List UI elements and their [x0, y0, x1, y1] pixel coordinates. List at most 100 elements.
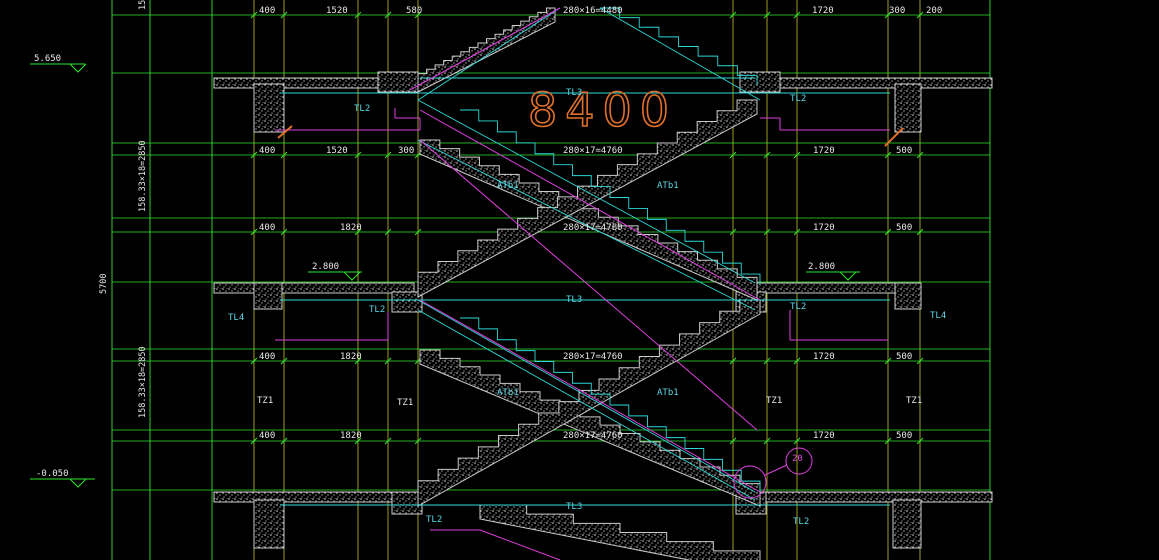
dim-tick-4-9	[916, 437, 924, 445]
dim-r0-g: 200	[926, 6, 942, 16]
vertical-dim-top-partial: 15	[138, 0, 148, 10]
dim-tick-0-4	[414, 11, 422, 19]
dim-tick-3-2	[354, 357, 362, 365]
dim-r0-b: 1520	[326, 6, 348, 16]
beam-line-0	[417, 7, 561, 101]
dim-tick-4-1	[280, 437, 288, 445]
rebar-line-16	[409, 7, 561, 91]
dim-r3-a: 400	[259, 352, 275, 362]
dim-tick-2-7	[793, 228, 801, 236]
dim-tick-2-4	[414, 228, 422, 236]
label-tl3-mid: TL3	[566, 295, 582, 305]
dim-r1-b: 1520	[326, 146, 348, 156]
elevation-ground: -0.050	[36, 469, 69, 479]
dim-r0-e: 1720	[812, 6, 834, 16]
break-mark-0	[277, 125, 293, 139]
dim-r2-d: 280×17=4760	[563, 223, 623, 233]
label-tl2-top-right: TL2	[790, 94, 806, 104]
dim-tick-0-8	[884, 11, 892, 19]
dim-tick-2-5	[729, 228, 737, 236]
beam-line-5	[417, 309, 756, 501]
dim-tick-4-7	[793, 437, 801, 445]
dim-tick-4-0	[250, 437, 258, 445]
label-atb1-upper-left: ATb1	[497, 181, 519, 191]
elevation-mid-right: 2.800	[808, 262, 835, 272]
rebar-line-10	[419, 299, 761, 493]
flight-lower-b	[417, 299, 761, 507]
dim-tick-4-4	[414, 437, 422, 445]
dim-tick-4-6	[763, 437, 771, 445]
slab-11	[892, 499, 922, 549]
elevation-markers	[30, 63, 860, 488]
dim-tick-4-2	[354, 437, 362, 445]
dim-r3-e: 1720	[813, 352, 835, 362]
slab-2	[253, 83, 285, 133]
dim-tick-4-3	[384, 437, 392, 445]
dim-tick-4-5	[729, 437, 737, 445]
dim-tick-0-2	[354, 11, 362, 19]
dim-tick-3-1	[280, 357, 288, 365]
label-atb1-lower-right: ATb1	[657, 388, 679, 398]
dim-row-2: 400 1820 280×17=4760 1720 500	[259, 223, 912, 233]
dim-tick-3-6	[763, 357, 771, 365]
dim-tick-2-9	[916, 228, 924, 236]
label-tz1-a: TZ1	[257, 396, 273, 406]
label-tl2-top-left: TL2	[354, 104, 370, 114]
dim-tick-1-3	[384, 151, 392, 159]
dim-tick-1-5	[729, 151, 737, 159]
flight-lower-a	[419, 349, 761, 507]
detail-callout-tag: 20	[792, 454, 803, 464]
label-tl2-bottom-left: TL2	[426, 515, 442, 525]
dim-tick-2-1	[280, 228, 288, 236]
dim-r4-f: 500	[896, 431, 912, 441]
vertical-dim-lower-flight: 158.33×18=2850	[138, 346, 148, 418]
label-atb1-lower-left: ATb1	[497, 388, 519, 398]
dim-row-0: 400 1520 580 280×16=4480 1720 300 200	[259, 6, 942, 16]
label-tz1-b: TZ1	[397, 398, 413, 408]
dim-r1-d: 280×17=4760	[563, 146, 623, 156]
dim-tick-3-5	[729, 357, 737, 365]
elevation-top: 5.650	[34, 54, 61, 64]
dim-tick-1-6	[763, 151, 771, 159]
dim-tick-3-0	[250, 357, 258, 365]
dim-tick-2-2	[354, 228, 362, 236]
dim-tick-0-3	[384, 11, 392, 19]
dim-row-3: 400 1820 280×17=4760 1720 500	[259, 352, 912, 362]
dim-tick-0-5	[729, 11, 737, 19]
label-atb1-upper-right: ATb1	[657, 181, 679, 191]
dim-r2-a: 400	[259, 223, 275, 233]
slab-0	[213, 77, 400, 89]
label-tl4-right: TL4	[930, 311, 946, 321]
dim-r0-c: 580	[406, 6, 422, 16]
dim-r1-a: 400	[259, 146, 275, 156]
dim-tick-1-9	[916, 151, 924, 159]
label-tl2-mid-left: TL2	[369, 305, 385, 315]
dim-r0-f: 300	[889, 6, 905, 16]
dim-tick-2-0	[250, 228, 258, 236]
dim-tick-0-0	[250, 11, 258, 19]
dim-tick-1-8	[884, 151, 892, 159]
dim-r1-c: 300	[398, 146, 414, 156]
elevation-mid-left: 2.800	[312, 262, 339, 272]
slab-7	[894, 282, 922, 310]
dim-tick-1-1	[280, 151, 288, 159]
dim-r2-e: 1720	[813, 223, 835, 233]
dim-tick-3-9	[916, 357, 924, 365]
vertical-dim-upper-flight: 158.33×18=2850	[138, 140, 148, 212]
rebar-line-15	[479, 529, 561, 560]
dim-tick-2-6	[763, 228, 771, 236]
label-tz1-c: TZ1	[766, 396, 782, 406]
flight-upper-a	[419, 139, 758, 301]
flight-top-left	[417, 7, 556, 93]
dim-r2-f: 500	[896, 223, 912, 233]
label-tl3-top: TL3	[566, 88, 582, 98]
dim-r4-d: 280×17=4760	[563, 431, 623, 441]
slab-1	[769, 77, 993, 89]
label-tl2-mid-right: TL2	[790, 302, 806, 312]
detail-callout	[733, 447, 813, 499]
dim-r4-a: 400	[259, 431, 275, 441]
beam-line-3	[417, 139, 756, 311]
dim-r4-e: 1720	[813, 431, 835, 441]
steps-upper	[460, 109, 761, 285]
